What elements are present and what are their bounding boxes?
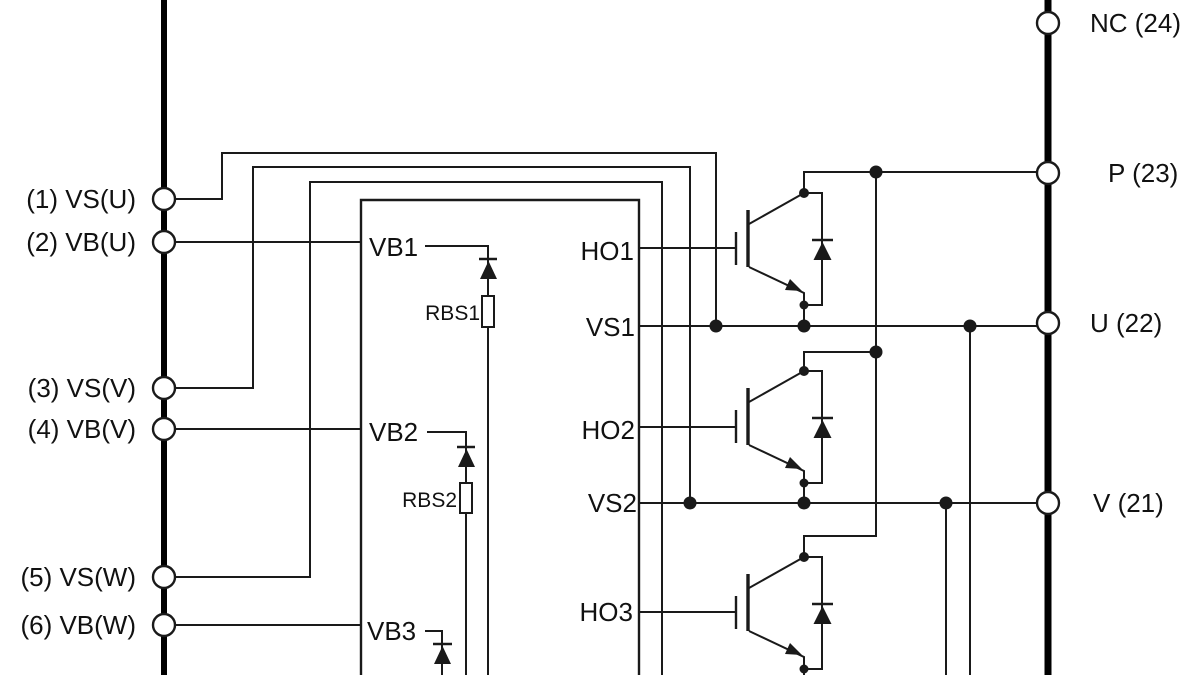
pin-label-vsv: (3) VS(V) xyxy=(28,373,136,403)
wire-vsv-to-vs2 xyxy=(175,166,691,503)
igbt2-emitter xyxy=(748,444,805,504)
igbt2-emitter-node-dot xyxy=(799,478,809,488)
pin-terminal-p xyxy=(1035,160,1061,186)
wire-p-riser xyxy=(803,172,877,557)
pad-label-vs1: VS1 xyxy=(586,312,635,342)
wire-igbt2-collector-tap xyxy=(803,351,876,373)
driver-ic-box xyxy=(359,198,641,675)
pin-label-vsu: (1) VS(U) xyxy=(26,184,136,214)
junction-dot-u-riser xyxy=(963,319,977,333)
pad-label-ho1: HO1 xyxy=(581,236,634,266)
pin-label-p: P (23) xyxy=(1108,158,1178,188)
pin-terminal-nc xyxy=(1035,10,1061,36)
igbt2-collector-diagonal xyxy=(748,370,805,403)
igbt-high-side-1 xyxy=(734,188,833,326)
wire-vsw-to-vs3 xyxy=(175,181,663,675)
bootstrap3-diode xyxy=(434,646,451,664)
bootstrap1-wire xyxy=(425,245,489,675)
bootstrap-chain-2 xyxy=(427,431,475,675)
junction-dot-igbt2-tap xyxy=(869,345,883,359)
igbt-high-side-3 xyxy=(734,552,833,675)
junction-dot-v-emitter xyxy=(797,496,811,510)
pin-terminal-vsw xyxy=(151,564,177,590)
pad-label-vb2: VB2 xyxy=(369,417,418,447)
pin-terminal-vsv xyxy=(151,375,177,401)
bootstrap-chain-1 xyxy=(425,245,497,675)
bootstrap2-diode xyxy=(458,449,475,467)
junction-dot-u-emitter xyxy=(797,319,811,333)
igbt3-collector-node-dot xyxy=(799,552,809,562)
igbt2-emitter-arrow xyxy=(785,457,802,469)
pad-label-vb3: VB3 xyxy=(367,616,416,646)
pad-label-vs2: VS2 xyxy=(588,488,637,518)
igbt1-collector-node-dot xyxy=(799,188,809,198)
igbt1-collector-diagonal xyxy=(748,192,805,225)
bootstrap-chain-3 xyxy=(425,630,452,675)
igbt1-freewheel-diode xyxy=(813,242,832,260)
bootstrap1-resistor-rbs1 xyxy=(481,295,495,328)
igbt1-emitter xyxy=(748,266,805,326)
igbt3-emitter-node-dot xyxy=(799,664,809,674)
pin-label-nc: NC (24) xyxy=(1090,8,1181,38)
junction-dot-p-riser xyxy=(869,165,883,179)
igbt1-emitter-node-dot xyxy=(799,300,809,310)
wire-p-rail xyxy=(803,171,1038,193)
igbt3-freewheel-diode xyxy=(813,606,832,624)
pin-terminal-vbu xyxy=(151,229,177,255)
pin-label-vbv: (4) VB(V) xyxy=(28,414,136,444)
bootstrap2-wire xyxy=(427,431,467,675)
bootstrap1-diode xyxy=(480,261,497,279)
junction-dot-v-riser xyxy=(939,496,953,510)
igbt2-freewheel-diode xyxy=(813,420,832,438)
pin-terminal-u xyxy=(1035,310,1061,336)
pad-label-ho2: HO2 xyxy=(582,415,635,445)
pad-label-vb1: VB1 xyxy=(369,232,418,262)
resistor-label-rbs1: RBS1 xyxy=(425,302,480,325)
igbt2-collector-node-dot xyxy=(799,366,809,376)
junction-dot-vs1-feedback xyxy=(709,319,723,333)
pin-label-u: U (22) xyxy=(1090,308,1162,338)
pin-label-vbu: (2) VB(U) xyxy=(26,227,136,257)
pin-terminal-vsu xyxy=(151,186,177,212)
igbt3-collector-diagonal xyxy=(748,556,805,589)
igbt3-emitter-arrow xyxy=(785,643,802,655)
resistor-label-rbs2: RBS2 xyxy=(402,489,457,512)
pin-terminal-vbv xyxy=(151,416,177,442)
igbt-high-side-2 xyxy=(734,366,833,504)
pin-terminal-v xyxy=(1035,490,1061,516)
igbt1-emitter-arrow xyxy=(785,279,802,291)
pin-label-v: V (21) xyxy=(1093,488,1164,518)
wire-vsu-to-vs1 xyxy=(175,152,717,326)
pad-label-ho3: HO3 xyxy=(580,597,633,627)
pin-label-vbw: (6) VB(W) xyxy=(20,610,136,640)
pin-terminal-vbw xyxy=(151,612,177,638)
bootstrap2-resistor-rbs2 xyxy=(459,482,473,514)
pin-label-vsw: (5) VS(W) xyxy=(20,562,136,592)
junction-dot-vs2-feedback xyxy=(683,496,697,510)
